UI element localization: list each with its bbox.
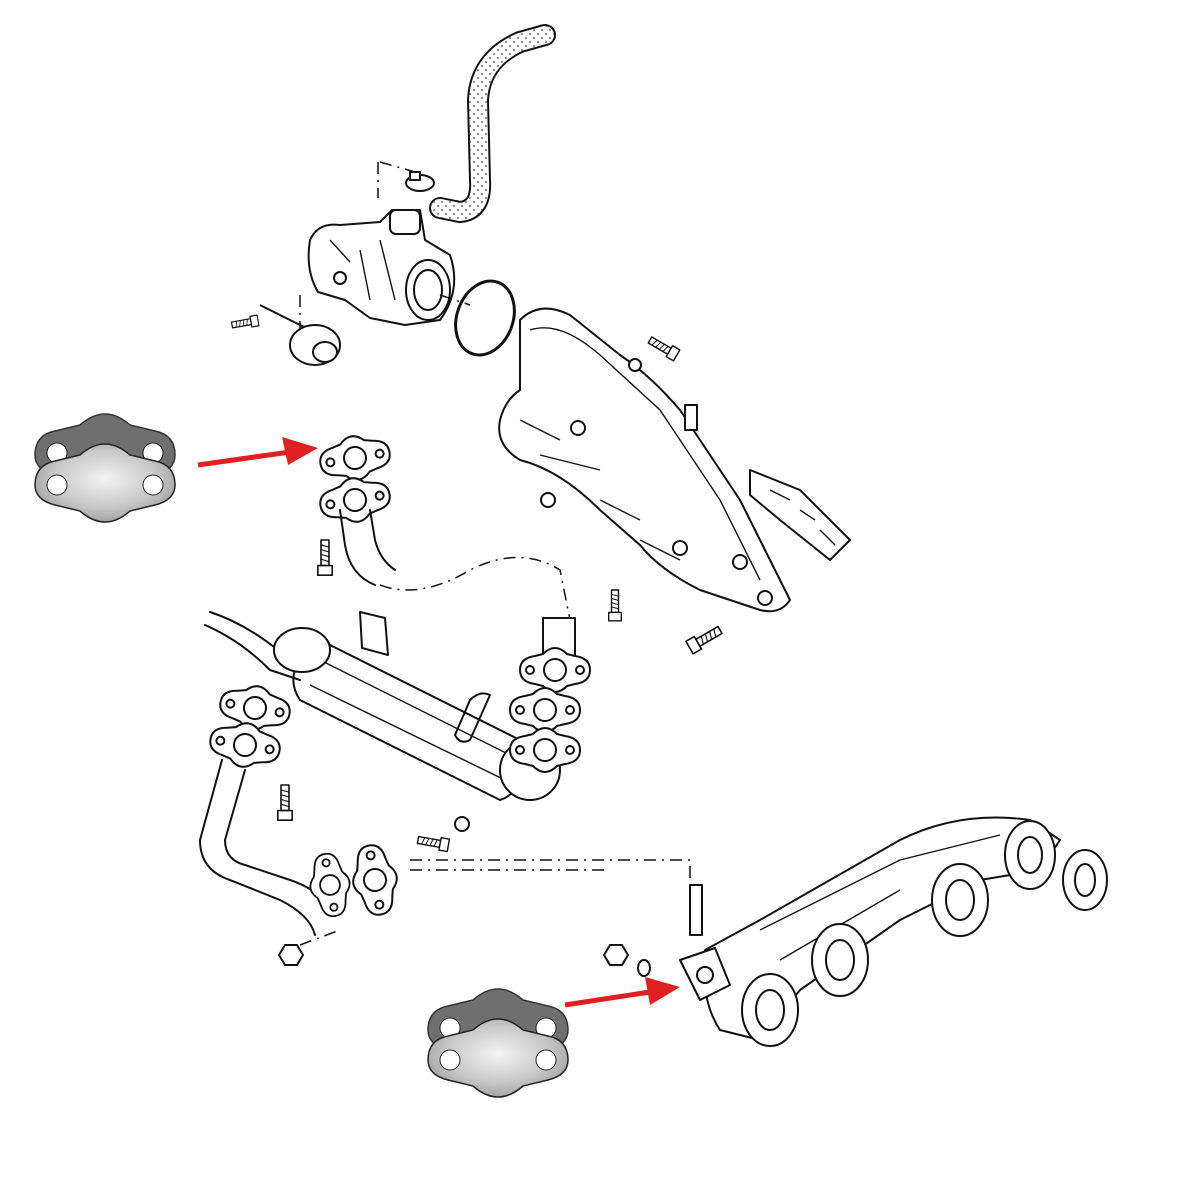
nut <box>278 944 304 966</box>
egr-valve <box>307 209 456 326</box>
manifold-bolt <box>685 622 725 655</box>
intake-manifold <box>498 307 791 613</box>
cooler-bolt <box>416 833 451 853</box>
o-ring <box>454 279 516 357</box>
egr-pipe-upper <box>315 429 591 693</box>
vacuum-hose <box>429 24 556 224</box>
exhaust-manifold <box>679 816 1108 1047</box>
nut <box>603 944 629 966</box>
exhaust-manifold-blanking-plate <box>427 988 569 1098</box>
washer <box>454 816 470 832</box>
intake-manifold-gasket <box>749 469 851 561</box>
washer <box>637 959 651 977</box>
pipe-bolt <box>608 589 622 622</box>
egr-pipe-lower <box>199 759 404 936</box>
vacuum-actuator <box>230 295 341 366</box>
egr-valve-blanking-plate <box>34 413 176 523</box>
manifold-bolt <box>646 333 681 362</box>
red-arrow-icon <box>564 977 680 1008</box>
hose-clamp <box>405 171 435 192</box>
cooler-gasket <box>509 687 581 733</box>
red-arrow-icon <box>197 437 318 468</box>
pipe-bolt <box>316 539 334 577</box>
pipe-bolt <box>276 784 294 822</box>
